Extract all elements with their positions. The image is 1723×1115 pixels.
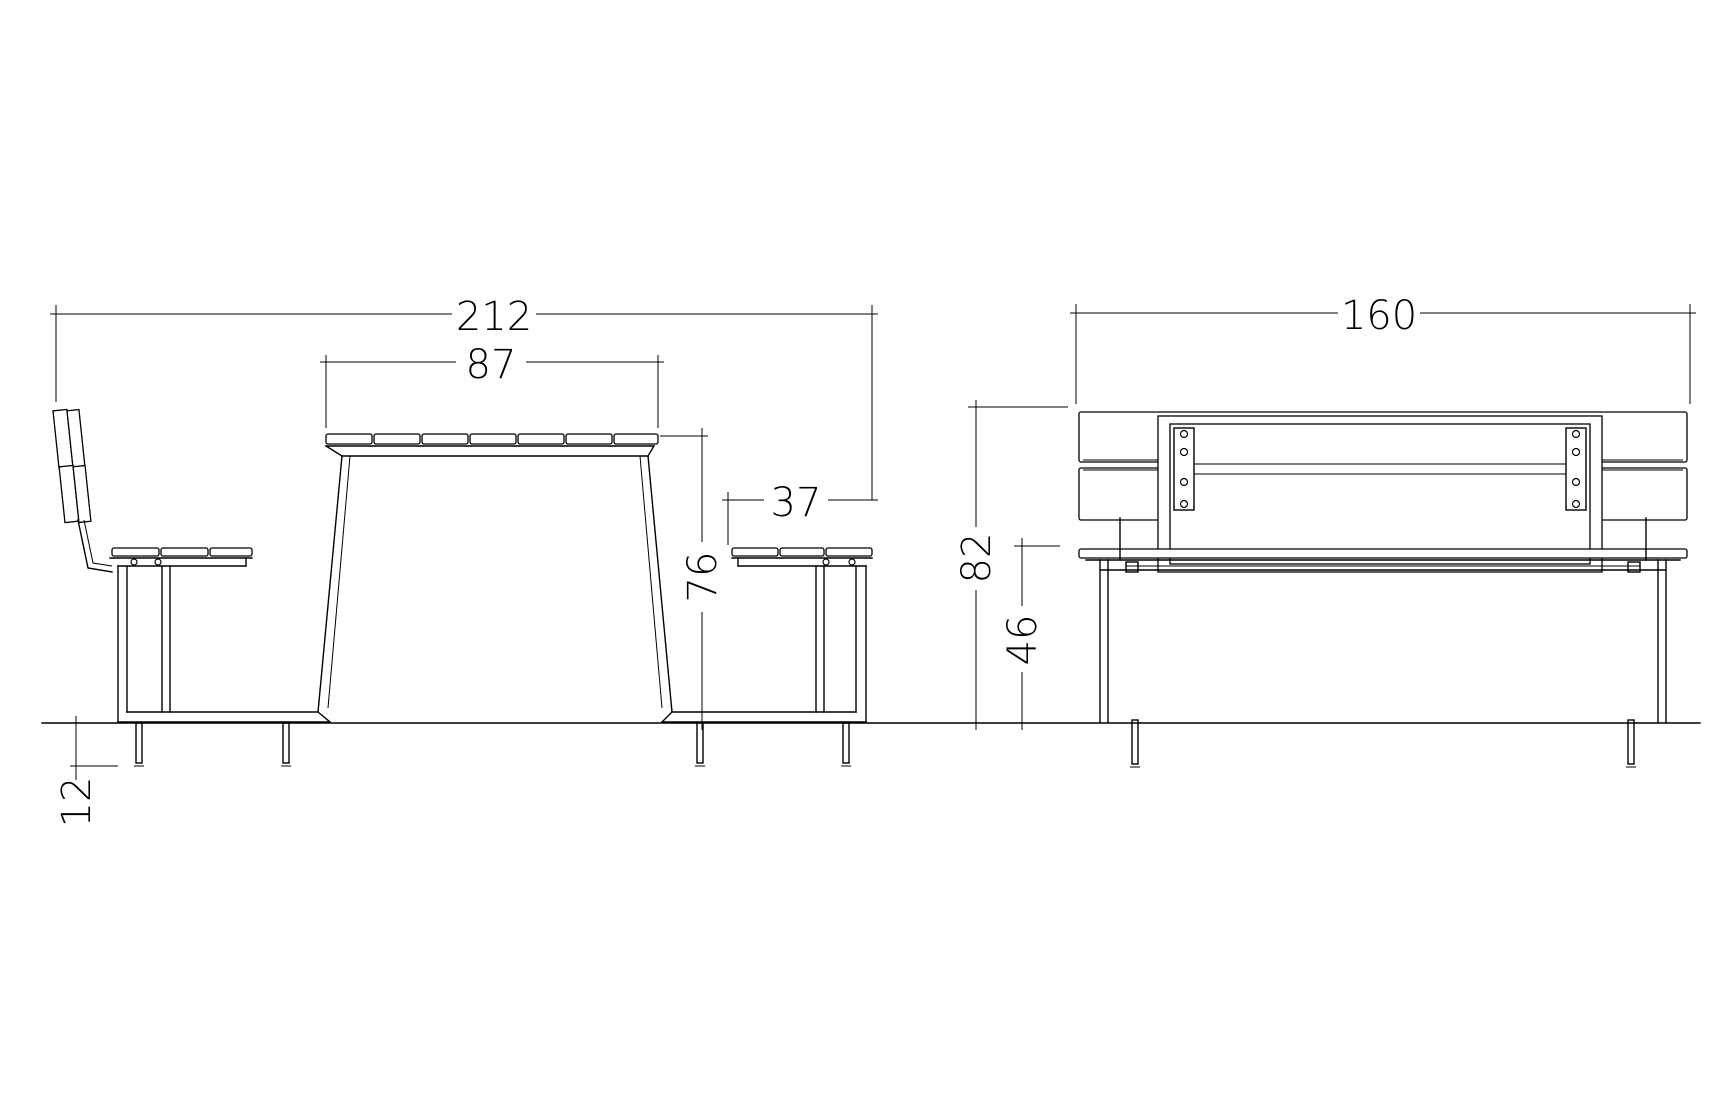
dimension-seat-height: 46 [1000, 538, 1060, 730]
front-legs [1099, 517, 1667, 723]
frame-bolt [1179, 447, 1189, 457]
seat-slat-1 [731, 547, 779, 557]
frame-bolt [1571, 447, 1581, 457]
anchor-post [282, 722, 290, 764]
seat-slat-3 [825, 547, 873, 557]
dimension-label: 160 [1341, 293, 1417, 339]
table-frame-outer [325, 445, 673, 723]
leg-bracket-right [1627, 561, 1641, 573]
dimension-label: 82 [954, 533, 1000, 584]
backrest-frame-inner [1169, 423, 1591, 565]
ground-anchors-front [1130, 719, 1636, 768]
table-slat-5 [517, 433, 565, 445]
seat-bolt [848, 558, 856, 566]
dimension-label: 37 [771, 480, 822, 526]
seat-bolt [154, 558, 162, 566]
dimension-label: 212 [456, 294, 532, 340]
backrest-support [77, 519, 113, 573]
dimension-label: 12 [54, 777, 100, 828]
anchor-post [1131, 719, 1139, 765]
seat-slat-3 [209, 547, 253, 557]
dimension-overall-length: 212 [50, 294, 878, 500]
backrest-slat-lower-2 [72, 464, 92, 524]
frame-bolt [1179, 499, 1189, 509]
front-view: 160 82 46 [954, 293, 1701, 768]
seat-slat-1 [111, 547, 160, 557]
frame-bolt [1571, 499, 1581, 509]
side-view: 212 87 37 76 12 [41, 294, 976, 827]
seat-bolt [822, 558, 830, 566]
backrest-plate-left [1173, 427, 1195, 511]
frame-bolt [1179, 477, 1189, 487]
dimension-label: 76 [680, 552, 726, 603]
anchor-post [1627, 719, 1635, 765]
dimension-label: 87 [466, 342, 517, 388]
backrest-support-inner [83, 519, 113, 567]
dimension-overall-width: 160 [1070, 293, 1696, 404]
seat-slat-2 [779, 547, 825, 557]
leg-bracket-left [1125, 561, 1139, 573]
table-slat-2 [373, 433, 421, 445]
anchor-post [842, 722, 850, 764]
anchor-post [696, 722, 704, 764]
dimension-label: 46 [1000, 615, 1046, 666]
table-slat-1 [325, 433, 373, 445]
frame-bolt [1571, 477, 1581, 487]
table-slat-3 [421, 433, 469, 445]
dimension-backrest-height: 82 [954, 400, 1068, 730]
left-bench [52, 408, 331, 723]
table-leg-right-inner [639, 455, 663, 709]
table-leg-left-inner [327, 455, 351, 709]
table-slat-6 [565, 433, 613, 445]
frame-bolt [1571, 429, 1581, 439]
table-slat-4 [469, 433, 517, 445]
ground-anchors-side [134, 722, 851, 767]
dimension-seat-depth: 37 [722, 480, 878, 545]
frame-bolt [1179, 429, 1189, 439]
dimension-anchor-depth: 12 [54, 716, 118, 827]
seat-slat-front [1078, 548, 1688, 559]
table [317, 433, 673, 723]
anchor-post [135, 722, 143, 764]
dimension-table-height: 76 [660, 428, 726, 730]
backrest-plate-right [1565, 427, 1587, 511]
table-frame-left-outer [317, 445, 343, 723]
seat-slat-2 [160, 547, 209, 557]
table-slat-7 [613, 433, 659, 445]
seat-bolt [130, 558, 138, 566]
right-bench [661, 547, 873, 723]
dimension-table-top-width: 87 [320, 342, 664, 428]
backrest-frame [1157, 415, 1603, 573]
